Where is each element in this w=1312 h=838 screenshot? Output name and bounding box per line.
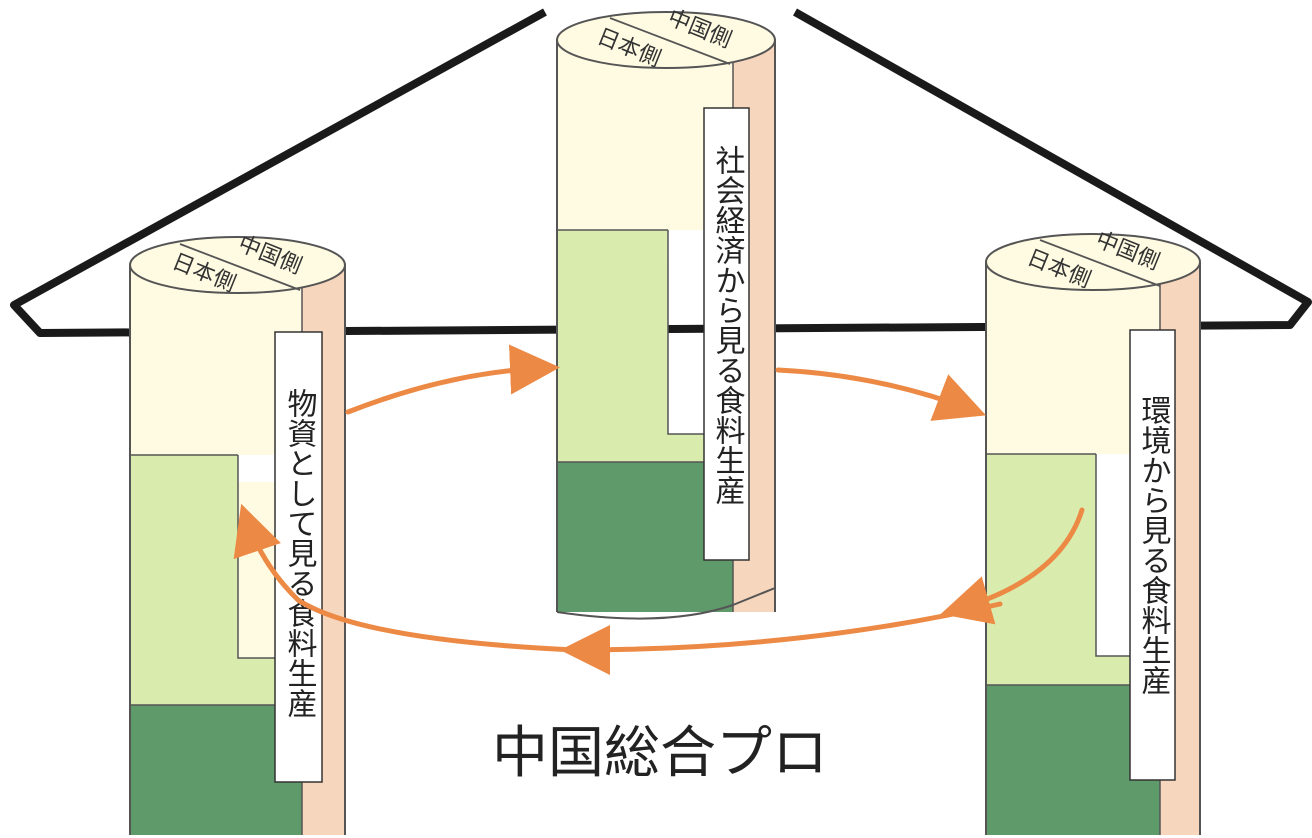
pillar-left-top-cap (129, 236, 346, 294)
arrow-bottom-to-center (560, 601, 1003, 675)
pillar-right-middle-band (986, 454, 1200, 685)
pillar-center-middle-band (557, 230, 775, 462)
pillar-right-vertical-label: 環境から見る食料生産 (1136, 395, 1172, 695)
pillar-right: 日本側 中国側 環境から見る食料生産 (985, 227, 1201, 835)
pillar-left: 日本側 中国側 物資として見る食料生産 (129, 232, 346, 835)
pillar-center-label-box (703, 107, 750, 561)
pillar-center: 日本側 中国側 社会経済から見る食料生産 (556, 5, 776, 620)
arrow-bottom-to-left (233, 503, 578, 653)
pillar-right-label-box (1129, 329, 1176, 781)
arrow-left-to-center (345, 344, 560, 415)
arrow-right-to-bottom (940, 507, 1085, 625)
arrow-center-to-right (775, 367, 987, 421)
pillar-right-top-cap (985, 233, 1201, 291)
cycle-arrows (233, 344, 1085, 675)
pillar-center-vertical-label: 社会経済から見る食料生産 (710, 145, 746, 505)
diagram-title: 中国総合プロ (492, 721, 828, 786)
pillar-left-vertical-label: 物資として見る食料生産 (282, 388, 318, 718)
